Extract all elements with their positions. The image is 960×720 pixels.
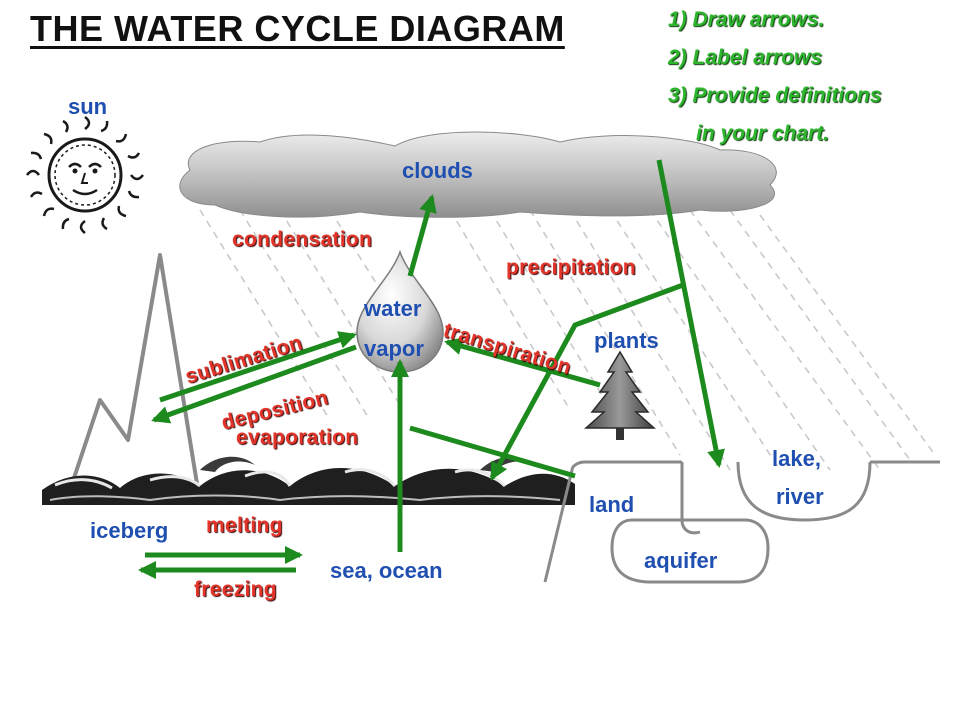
instruction-4: in your chart.: [696, 122, 830, 145]
label-evaporation: evaporation: [236, 426, 359, 449]
cloud-icon: [179, 131, 777, 218]
sun-icon: [26, 116, 144, 234]
label-lake-river-line2: river: [776, 484, 824, 509]
cycle-arrows: [138, 159, 725, 579]
mountain-icon: [68, 253, 200, 491]
label-lake-river-line1: lake,: [772, 446, 821, 471]
wave-icon: [42, 456, 575, 505]
label-iceberg: iceberg: [90, 518, 169, 543]
label-freezing: freezing: [194, 578, 277, 601]
label-sun: sun: [68, 94, 108, 119]
label-water-vapor-line1: water: [364, 296, 422, 321]
label-water-vapor-line2: vapor: [364, 336, 424, 361]
sublimation-arrow: [159, 331, 357, 403]
land-outline: [543, 460, 940, 584]
label-precipitation: precipitation: [506, 256, 636, 279]
label-clouds: clouds: [402, 158, 473, 183]
label-plants: plants: [594, 328, 659, 353]
precipitation-lake-arrow: [656, 159, 725, 468]
precipitation-land-arrow: [489, 282, 684, 481]
label-aquifer: aquifer: [644, 548, 718, 573]
page-title: THE WATER CYCLE DIAGRAM: [30, 8, 565, 49]
transpiration-arrow: [444, 337, 601, 388]
label-sea-ocean: sea, ocean: [330, 558, 443, 583]
instruction-2: 2) Label arrows: [668, 46, 823, 69]
instruction-3: 3) Provide definitions: [668, 84, 882, 107]
label-land: land: [589, 492, 635, 517]
label-condensation: condensation: [232, 228, 373, 251]
pine-tree-icon: [584, 350, 656, 440]
label-melting: melting: [206, 514, 283, 537]
deposition-arrow: [151, 344, 357, 424]
instruction-1: 1) Draw arrows.: [668, 8, 825, 31]
evaporation-land-line: [409, 425, 576, 479]
condensation-arrow: [407, 194, 437, 277]
